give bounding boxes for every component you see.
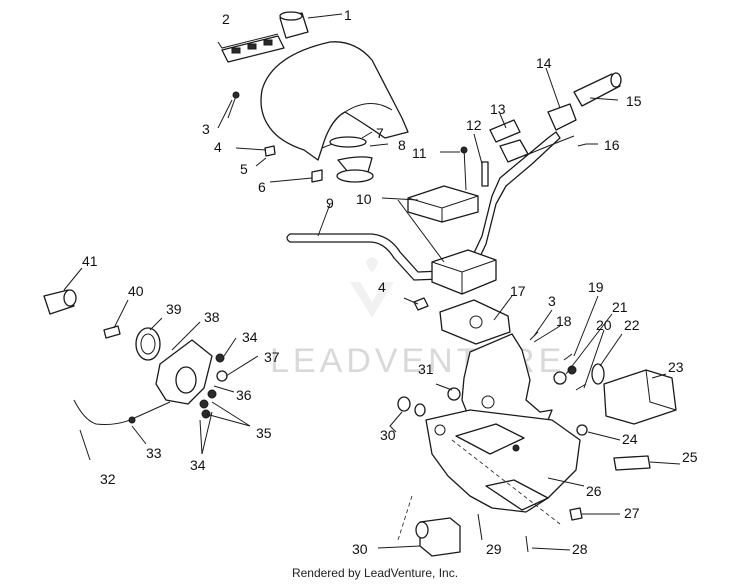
- callout-20: 20: [596, 317, 612, 333]
- lock-nut: [215, 353, 225, 363]
- clamp-bolt: [460, 146, 468, 191]
- callout-3: 3: [202, 121, 210, 137]
- hand-grip: [573, 72, 622, 107]
- callout-23: 23: [668, 359, 684, 375]
- callout-39: 39: [166, 301, 182, 317]
- callout-1: 1: [344, 7, 352, 23]
- callout-21: 21: [612, 299, 628, 315]
- brake-lever: [489, 119, 529, 163]
- grip-pin: [577, 143, 587, 147]
- callout-7: 7: [376, 125, 384, 141]
- speedo-housing: [155, 339, 213, 405]
- headlight-pod: [260, 41, 409, 161]
- pod-clip-bottom: [311, 169, 323, 183]
- handlebar-clamp-lower: [431, 249, 497, 295]
- switch-grommet: [447, 387, 461, 401]
- callout-38: 38: [204, 309, 220, 325]
- footer-credit: Rendered by LeadVenture, Inc.: [291, 566, 459, 580]
- callout-16: 16: [604, 137, 620, 153]
- callout-26: 26: [586, 483, 602, 499]
- callout-28: 28: [572, 541, 588, 557]
- callout-30b: 30: [352, 541, 368, 557]
- callout-10: 10: [356, 191, 372, 207]
- callout-12: 12: [466, 117, 482, 133]
- callouts: 1 2 3 4 5 6 7 8 9 10 11 12 13 14 15 16 3…: [82, 7, 698, 557]
- light-bolt: [563, 353, 573, 361]
- speedo-wire: [73, 399, 171, 425]
- leader-lines: [63, 13, 681, 551]
- pod-screw: [227, 91, 240, 119]
- speedo-cable: [43, 289, 77, 315]
- speedo-bolt: [103, 325, 121, 339]
- console-body: [425, 409, 581, 513]
- speedo-bezel: [135, 327, 161, 361]
- callout-8: 8: [398, 137, 406, 153]
- callout-34b: 34: [190, 457, 206, 473]
- steering-bracket: [439, 299, 511, 345]
- callout-4: 4: [214, 139, 222, 155]
- callout-27: 27: [624, 505, 640, 521]
- callout-3b: 3: [548, 293, 556, 309]
- lens-cup: [336, 156, 374, 183]
- callout-29: 29: [486, 541, 502, 557]
- cap-knob: [279, 11, 309, 39]
- clip-strip: [221, 35, 285, 63]
- callout-11: 11: [412, 145, 427, 161]
- callout-40: 40: [128, 283, 144, 299]
- bracket-washer: [413, 297, 429, 311]
- callout-33: 33: [146, 445, 162, 461]
- callout-14: 14: [536, 55, 552, 71]
- tail-light: [603, 369, 677, 425]
- callout-9: 9: [326, 195, 334, 211]
- pin: [525, 535, 529, 553]
- callout-32: 32: [100, 471, 116, 487]
- callout-19: 19: [588, 279, 604, 295]
- o-ring: [576, 424, 588, 436]
- callout-37: 37: [264, 349, 280, 365]
- bulb: [216, 370, 228, 382]
- callout-25: 25: [682, 449, 698, 465]
- switch-knob: [397, 396, 411, 412]
- handlebar: [286, 131, 561, 281]
- light-bezel: [591, 363, 605, 385]
- callout-15: 15: [626, 93, 642, 109]
- callout-6: 6: [258, 179, 266, 195]
- callout-5: 5: [240, 161, 248, 177]
- callout-30: 30: [380, 427, 396, 443]
- switch-nut: [414, 403, 426, 417]
- grommet-nuts: [199, 389, 217, 419]
- ignition-switch: [415, 517, 461, 557]
- callout-35: 35: [256, 425, 272, 441]
- callout-4b: 4: [378, 279, 386, 295]
- watermark-logo: [350, 257, 394, 318]
- callout-24: 24: [622, 431, 638, 447]
- lever-bracket: [523, 103, 577, 157]
- lens-ring: [329, 136, 367, 148]
- callout-22: 22: [624, 317, 640, 333]
- callout-2: 2: [222, 11, 230, 27]
- pod-clip-left: [264, 145, 276, 157]
- switch-plug: [613, 455, 651, 471]
- callout-17: 17: [510, 283, 526, 299]
- throttle-cable: [481, 161, 489, 187]
- callout-36: 36: [236, 387, 252, 403]
- rivet: [512, 444, 520, 452]
- callout-41: 41: [82, 253, 98, 269]
- callout-31: 31: [418, 361, 434, 377]
- tab-clip: [569, 507, 583, 521]
- callout-13: 13: [490, 101, 506, 117]
- callout-18: 18: [556, 313, 572, 329]
- handlebar-clamp-upper: [407, 185, 479, 223]
- callout-34: 34: [242, 329, 258, 345]
